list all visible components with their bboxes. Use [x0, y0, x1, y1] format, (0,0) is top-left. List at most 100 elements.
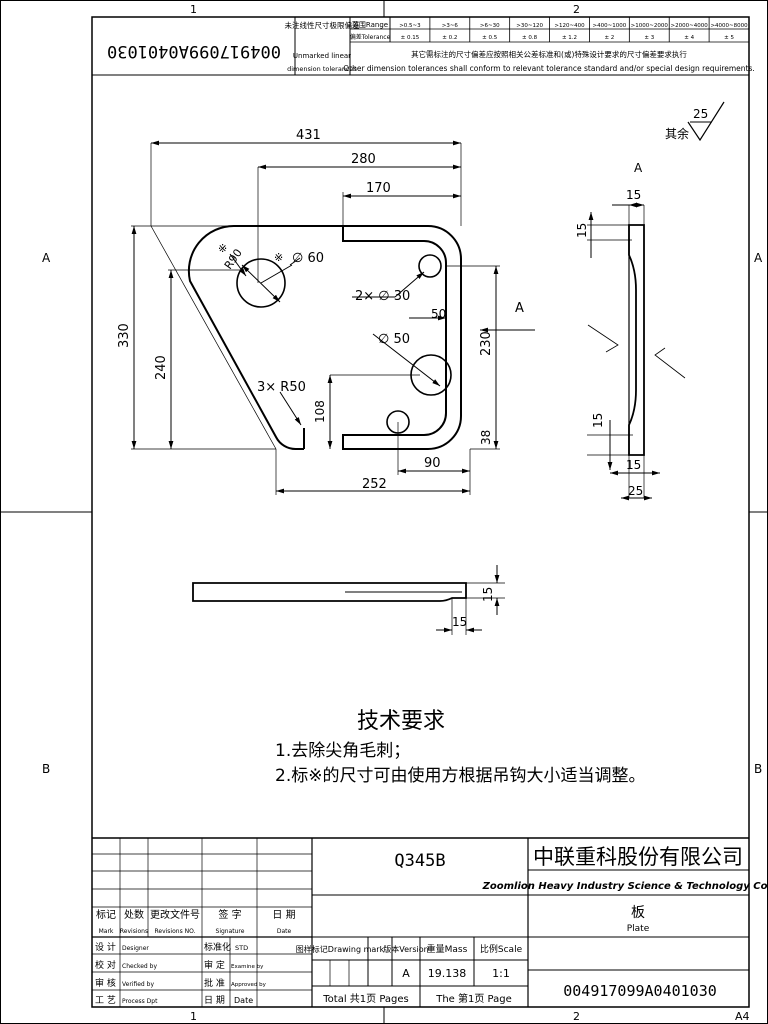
dim-50: 50: [431, 307, 446, 321]
role-checked-en: Checked by: [122, 963, 157, 970]
tech-req-item1: 1.去除尖角毛刺；: [275, 741, 410, 761]
dim-r50: 3× R50: [257, 380, 306, 395]
dim-280: 280: [351, 152, 376, 167]
drawing-mark-label: 图样标记Drawing mark: [296, 944, 385, 954]
tol-value-cell: ± 0.5: [482, 35, 498, 41]
zone-right-a: A: [754, 251, 763, 265]
tol-value-cell: ± 3: [644, 35, 654, 41]
side-dim-15c: 15: [591, 413, 605, 428]
tol-note-cn: 其它需标注的尺寸偏差应按照相关公差标准和(或)特殊设计要求的尺寸偏差要求执行: [411, 49, 687, 59]
role-std-cn: 标准化: [204, 941, 231, 953]
tol-label: 偏差Tolerance: [350, 33, 391, 41]
star-2: ※: [274, 251, 283, 264]
total-pages: Total 共1页 Pages: [322, 993, 409, 1005]
role-date-cn: 日 期: [204, 995, 225, 1006]
roughness-value: 25: [693, 107, 708, 121]
page-number: The 第1页 Page: [435, 992, 512, 1005]
side-dim-15b: 15: [575, 223, 589, 238]
version-value: A: [402, 967, 410, 980]
tol-range-cell: >3~6: [442, 23, 459, 29]
tol-range-cell: >400~1000: [593, 23, 627, 29]
dim-dia60: ∅ 60: [292, 251, 324, 266]
tol-value-cell: ± 0.15: [401, 35, 420, 41]
rev-mark-cn: 标记: [96, 909, 116, 921]
tol-value-cell: ± 4: [684, 35, 694, 41]
rev-no-en: Revisions NO.: [155, 928, 196, 935]
role-examine-cn: 审 定: [204, 959, 225, 971]
tol-value-cell: ± 0.2: [442, 35, 457, 41]
side-view-a: [587, 202, 686, 501]
tol-title-en2: dimension tolerances: [287, 65, 357, 73]
role-approved-en: Approved by: [231, 982, 267, 988]
tech-req-item2: 2.标※的尺寸可由使用方根据吊钩大小适当调整。: [275, 765, 645, 786]
zone-top-2: 2: [573, 3, 580, 16]
rev-count-cn: 处数: [124, 908, 144, 921]
part-en: Plate: [627, 924, 650, 934]
bottom-view: [192, 565, 505, 635]
dim-dia50: ∅ 50: [378, 332, 410, 347]
tol-value-cell: ± 5: [724, 35, 734, 41]
tol-title-en1: Unmarked linear: [293, 52, 351, 60]
zone-left-b: B: [42, 762, 50, 776]
code-rotated: 004917099A0401030: [107, 41, 281, 61]
role-date-en: Date: [234, 996, 253, 1005]
tech-req-title: 技术要求: [357, 709, 445, 734]
view-arrow-a: A: [515, 301, 524, 316]
main-view: [131, 140, 535, 495]
tol-range-cell: >2000~4000: [671, 23, 709, 29]
rev-count-en: Revisions: [120, 928, 148, 935]
range-label: 范围Range: [352, 20, 388, 29]
dim-holes30: 2× ∅ 30: [355, 289, 410, 304]
zone-left-a: A: [42, 251, 51, 265]
role-checked-cn: 校 对: [95, 959, 116, 971]
role-std-en: STD: [235, 944, 248, 952]
role-verified-cn: 审 核: [95, 977, 116, 989]
mass-label: 重量Mass: [427, 943, 468, 955]
tol-range-cell: >120~400: [554, 23, 585, 29]
dim-230: 230: [479, 331, 494, 356]
tol-value-cell: ± 0.8: [522, 35, 538, 41]
role-verified-en: Verified by: [122, 981, 154, 988]
title-block: [92, 837, 749, 1007]
roughness-label: 其余: [665, 126, 689, 141]
role-process-cn: 工 艺: [95, 995, 116, 1006]
drawing-number: 004917099A0401030: [563, 982, 717, 1000]
tol-range-cell: >1000~2000: [631, 23, 669, 29]
tol-title-cn: 未注线性尺寸极限偏差: [285, 20, 360, 30]
star-1: ※: [218, 242, 227, 255]
tol-value-cell: ± 2: [604, 35, 614, 41]
roughness-symbol: 25 其余: [665, 101, 725, 142]
rev-mark-en: Mark: [99, 928, 114, 935]
tol-range-cell: >30~120: [516, 23, 543, 29]
company-cn: 中联重科股份有限公司: [533, 845, 743, 869]
scale-label: 比例Scale: [480, 943, 523, 955]
dim-38: 38: [479, 430, 493, 445]
zone-bottom-2: 2: [573, 1010, 580, 1023]
rev-sign-cn: 签 字: [218, 908, 241, 921]
rev-date-en: Date: [277, 928, 292, 935]
role-designer-cn: 设 计: [95, 941, 116, 953]
role-process-en: Process Dpt: [122, 998, 158, 1005]
tol-range-cell: >0.5~3: [399, 23, 421, 29]
bottom-dim-15b: 15: [452, 615, 467, 629]
tol-value-cell: ± 1.2: [562, 35, 577, 41]
part-cn: 板: [631, 905, 645, 921]
zone-bottom-1: 1: [190, 1010, 197, 1023]
tolerance-table: >0.5~3± 0.15>3~6± 0.2>6~30± 0.5>30~120± …: [285, 16, 755, 76]
sheet-size: A4: [735, 1010, 750, 1023]
role-examine-en: Examine by: [231, 964, 264, 970]
dim-240: 240: [154, 355, 169, 380]
dim-90: 90: [424, 456, 441, 471]
dim-252: 252: [362, 477, 387, 492]
rev-no-cn: 更改文件号: [150, 908, 200, 921]
tol-range-cell: >4000~8000: [710, 23, 748, 29]
role-designer-en: Designer: [122, 945, 149, 952]
side-dim-15d: 15: [626, 458, 641, 472]
zone-right-b: B: [754, 762, 762, 776]
dim-170: 170: [366, 181, 391, 196]
company-en: Zoomlion Heavy Industry Science & Techno…: [482, 881, 768, 892]
view-a-label: A: [634, 161, 643, 175]
role-approved-cn: 批 准: [204, 977, 225, 989]
rev-sign-en: Signature: [216, 928, 245, 935]
